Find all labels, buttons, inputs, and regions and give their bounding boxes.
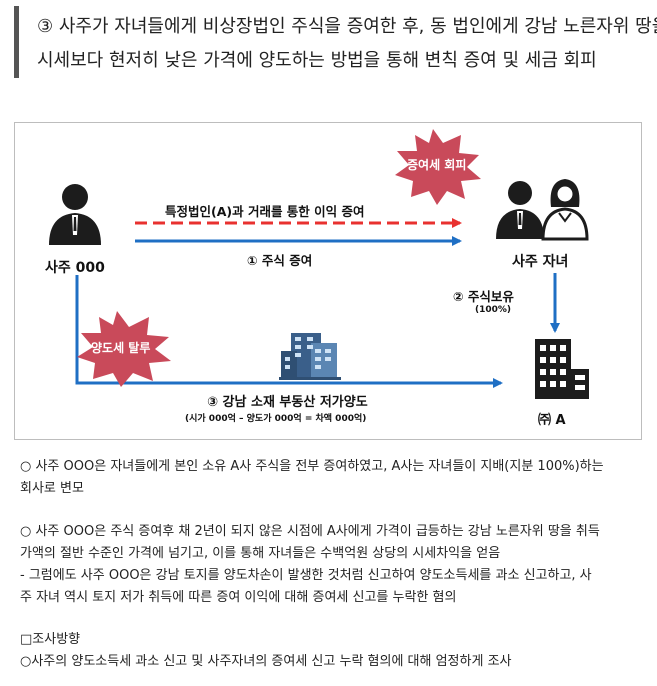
- children-label: 사주 자녀: [512, 254, 569, 270]
- gift-evasion-burst: [395, 129, 481, 205]
- transfer-sublabel: (시가 000억 – 양도가 000억 = 차액 000억): [185, 414, 367, 424]
- son-person-icon: [496, 181, 544, 239]
- company-building-icon: [535, 339, 589, 399]
- owner-person-icon: [49, 184, 101, 245]
- paragraph-transfer: ○ 사주 OOO은 주식 증여후 채 2년이 되지 않은 시점에 A사에게 가격…: [20, 521, 645, 609]
- stock-gift-label: ① 주식 증여: [247, 253, 313, 268]
- transfer-arrow: [75, 275, 503, 388]
- gift-evasion-badge: 증여세 회피: [407, 158, 467, 172]
- real-estate-icon: [279, 333, 341, 380]
- diagram-graphics: [49, 129, 589, 399]
- investigation-title: □조사방향: [20, 632, 81, 647]
- scheme-diagram: 사주 000 사주 자녀 ㈜ A 증여세 회피 양도세 탈루 특정법인(A)과 …: [14, 122, 642, 440]
- company-label: ㈜ A: [538, 413, 566, 428]
- transfer-evasion-badge: 양도세 탈루: [91, 341, 151, 355]
- heading-line-2: 시세보다 현저히 낮은 가격에 양도하는 방법을 통해 변칙 증여 및 세금 회…: [37, 50, 597, 71]
- transfer-label: ③ 강남 소재 부동산 저가양도: [207, 395, 368, 410]
- paragraph-evasion-line-2: 주 자녀 역시 토지 저가 취득에 따른 증여 이익에 대해 증여세 신고를 누…: [20, 590, 457, 605]
- owner-label: 사주 000: [45, 260, 105, 276]
- section-heading: ③ 사주가 자녀들에게 비상장법인 주식을 증여한 후, 동 법인에게 강남 노…: [14, 6, 657, 78]
- paragraph-transfer-line-2: 가액의 절반 수준인 가격에 넘기고, 이를 통해 자녀들은 수백억원 상당의 …: [20, 546, 501, 561]
- holding-label: ② 주식보유: [453, 289, 514, 304]
- holding-percentage: (100%): [475, 305, 512, 315]
- heading-line-1: ③ 사주가 자녀들에게 비상장법인 주식을 증여한 후, 동 법인에게 강남 노…: [37, 16, 657, 37]
- paragraph-gift-line-2: 회사로 변모: [20, 481, 84, 496]
- paragraph-evasion-line-1: - 그럼에도 사주 OOO은 강남 토지를 양도차손이 발생한 것처럼 신고하여…: [20, 568, 592, 583]
- investigation-section: □조사방향 ○사주의 양도소득세 과소 신고 및 사주자녀의 증여세 신고 누락…: [20, 629, 645, 673]
- paragraph-transfer-line-1: ○ 사주 OOO은 주식 증여후 채 2년이 되지 않은 시점에 A사에게 가격…: [20, 524, 600, 539]
- transfer-evasion-burst: [77, 311, 171, 387]
- dashed-arrow-label: 특정법인(A)과 거래를 통한 이익 증여: [165, 204, 365, 219]
- daughter-person-icon: [541, 179, 589, 241]
- paragraph-gift: ○ 사주 OOO은 자녀들에게 본인 소유 A사 주식을 전부 증여하였고, A…: [20, 456, 645, 500]
- paragraph-gift-line-1: ○ 사주 OOO은 자녀들에게 본인 소유 A사 주식을 전부 증여하였고, A…: [20, 459, 604, 474]
- investigation-direction: ○사주의 양도소득세 과소 신고 및 사주자녀의 증여세 신고 누락 혐의에 대…: [20, 654, 512, 669]
